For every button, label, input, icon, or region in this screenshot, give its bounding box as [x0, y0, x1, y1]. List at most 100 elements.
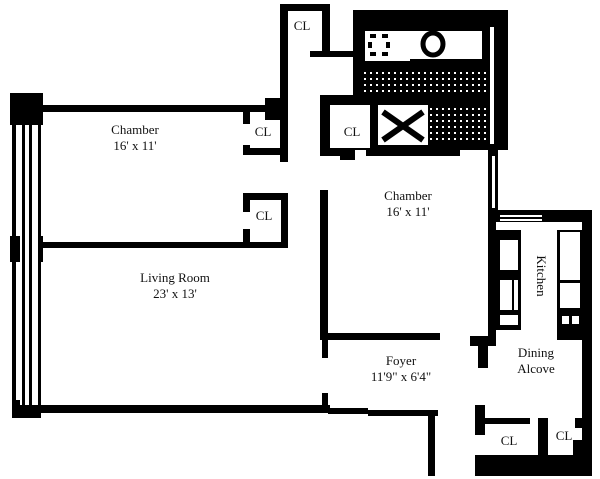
tile-dot [478, 78, 480, 80]
tile-dot [478, 114, 480, 116]
tile-dot [454, 72, 456, 74]
tile-dot [400, 90, 402, 92]
tile-dot [478, 108, 480, 110]
tile-dot [436, 84, 438, 86]
tile-dot [430, 114, 432, 116]
tile-dot [364, 78, 366, 80]
tile-dot [436, 138, 438, 140]
kitchen-label: Kitchen [534, 255, 549, 297]
tile-dot [394, 78, 396, 80]
tile-dot [460, 72, 462, 74]
tile-dot [466, 138, 468, 140]
tile-dot [484, 90, 486, 92]
tile-dot [436, 132, 438, 134]
tile-dot [460, 78, 462, 80]
tile-dot [448, 72, 450, 74]
closet-label: CL [343, 124, 361, 139]
tile-dot [394, 84, 396, 86]
tile-dot [424, 90, 426, 92]
tile-dot [466, 78, 468, 80]
tile-dot [382, 90, 384, 92]
tile-dot [448, 108, 450, 110]
tile-dot [436, 78, 438, 80]
tile-dot [454, 138, 456, 140]
tile-dot [436, 108, 438, 110]
tile-dot [436, 90, 438, 92]
tile-dot [412, 90, 414, 92]
tile-dot [388, 84, 390, 86]
tile-dot [472, 132, 474, 134]
tile-dot [460, 138, 462, 140]
tile-dot [442, 72, 444, 74]
tile-dot [412, 78, 414, 80]
tile-dot [376, 84, 378, 86]
tile-dot [424, 84, 426, 86]
tile-dot [442, 78, 444, 80]
tile-dot [484, 126, 486, 128]
tile-dot [430, 126, 432, 128]
closet-label: CL [293, 18, 311, 33]
tile-dot [442, 84, 444, 86]
tile-dot [454, 126, 456, 128]
tile-dot [382, 84, 384, 86]
bath-fixtures [368, 30, 446, 143]
tile-dot [454, 90, 456, 92]
tile-dot [436, 114, 438, 116]
tile-dot [472, 72, 474, 74]
tile-dot [466, 72, 468, 74]
tile-dot [382, 78, 384, 80]
tile-dot [418, 90, 420, 92]
tile-dot [400, 84, 402, 86]
tile-dot [484, 78, 486, 80]
tile-dot [394, 72, 396, 74]
tile-dot [364, 90, 366, 92]
tile-dot [460, 84, 462, 86]
tile-dot [484, 114, 486, 116]
tile-dot [376, 72, 378, 74]
tile-dot [460, 126, 462, 128]
tile-dot [484, 138, 486, 140]
tile-dot [388, 78, 390, 80]
tile-dot [376, 78, 378, 80]
tile-dot [412, 84, 414, 86]
tile-dot [484, 120, 486, 122]
tile-dot [484, 132, 486, 134]
tile-dot [478, 72, 480, 74]
tile-dot [436, 72, 438, 74]
tile-dot [442, 126, 444, 128]
tile-dot [478, 138, 480, 140]
tile-dot [430, 132, 432, 134]
tile-dot [484, 72, 486, 74]
tile-dot [442, 114, 444, 116]
tile-dot [478, 132, 480, 134]
tile-dot [466, 120, 468, 122]
tile-dot [370, 78, 372, 80]
tile-dot [388, 72, 390, 74]
tile-dot [478, 126, 480, 128]
tile-dot [454, 132, 456, 134]
tile-dot [430, 78, 432, 80]
tile-dot [400, 72, 402, 74]
tile-dot [448, 138, 450, 140]
tile-dot [454, 78, 456, 80]
tile-dot [400, 78, 402, 80]
tile-dot [478, 120, 480, 122]
tile-dot [418, 72, 420, 74]
tile-dot [478, 90, 480, 92]
shower-grid [364, 72, 486, 140]
tile-dot [448, 114, 450, 116]
tile-dot [406, 78, 408, 80]
tile-dot [430, 108, 432, 110]
tile-dot [418, 78, 420, 80]
tile-dot [394, 90, 396, 92]
tile-dot [442, 132, 444, 134]
tile-dot [442, 108, 444, 110]
tile-dot [466, 126, 468, 128]
tile-dot [436, 120, 438, 122]
tile-dot [448, 132, 450, 134]
